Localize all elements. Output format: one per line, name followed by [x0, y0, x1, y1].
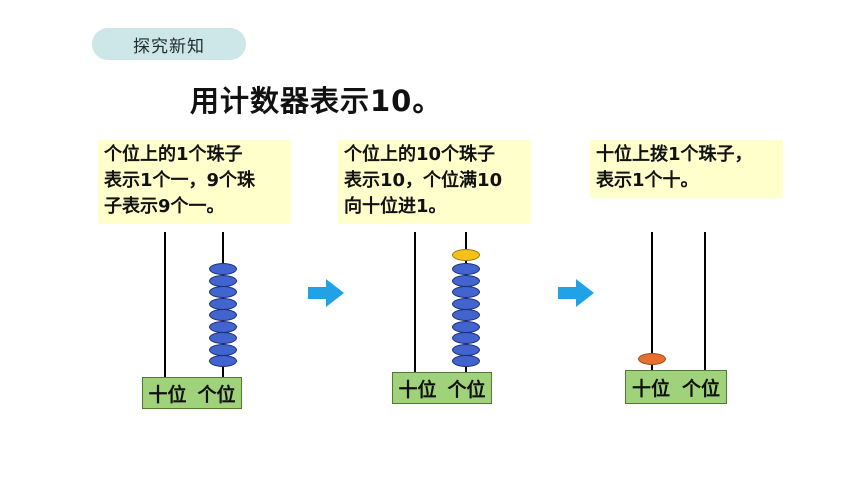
tens-rod [414, 232, 416, 372]
right-arrow-icon [558, 279, 594, 307]
yellow-bead [452, 248, 480, 261]
blue-bead [209, 343, 237, 356]
blue-bead [452, 263, 480, 275]
blue-bead [209, 355, 237, 367]
note-line: 表示1个十。 [596, 170, 699, 191]
blue-bead [209, 332, 237, 344]
note-panel-2: 个位上的10个珠子 表示10，个位满10 向十位进1。 [338, 140, 531, 224]
blue-bead [209, 286, 237, 298]
abacus-base: 十位 个位 [142, 377, 242, 409]
note-panel-1: 个位上的1个珠子 表示1个一，9个珠 子表示9个一。 [98, 140, 291, 224]
tens-rod [164, 232, 166, 377]
tens-rod [651, 232, 653, 372]
orange-bead [638, 353, 666, 365]
blue-bead [452, 320, 480, 333]
note-line: 向十位进1。 [344, 196, 447, 217]
blue-bead [209, 274, 237, 287]
note-line: 子表示9个一。 [104, 196, 225, 217]
tens-label: 十位 [148, 383, 187, 406]
blue-bead [452, 297, 480, 310]
abacus-base: 十位 个位 [392, 372, 492, 404]
note-line: 个位上的1个珠子 [104, 144, 243, 165]
ones-label: 个位 [681, 377, 720, 400]
note-panel-3: 十位上拨1个珠子， 表示1个十。 [590, 140, 783, 198]
blue-bead [452, 274, 480, 287]
abacus-base: 十位 个位 [625, 370, 727, 404]
blue-bead [209, 320, 237, 333]
blue-bead [452, 286, 480, 298]
blue-bead [452, 343, 480, 356]
tens-label: 十位 [631, 377, 670, 400]
blue-bead [209, 309, 237, 321]
ones-rod [704, 232, 706, 372]
right-arrow-icon [308, 279, 344, 307]
ones-label: 个位 [447, 378, 486, 401]
note-line: 个位上的10个珠子 [344, 144, 496, 165]
blue-bead [452, 309, 480, 321]
blue-bead [209, 297, 237, 310]
ones-label: 个位 [197, 383, 236, 406]
tens-label: 十位 [398, 378, 437, 401]
section-tag: 探究新知 [92, 28, 246, 60]
note-line: 表示1个一，9个珠 [104, 170, 256, 191]
note-line: 十位上拨1个珠子， [596, 144, 753, 165]
blue-bead [452, 332, 480, 344]
page-title: 用计数器表示10。 [190, 84, 443, 118]
blue-bead [452, 355, 480, 367]
blue-bead [209, 263, 237, 275]
note-line: 表示10，个位满10 [344, 170, 503, 191]
